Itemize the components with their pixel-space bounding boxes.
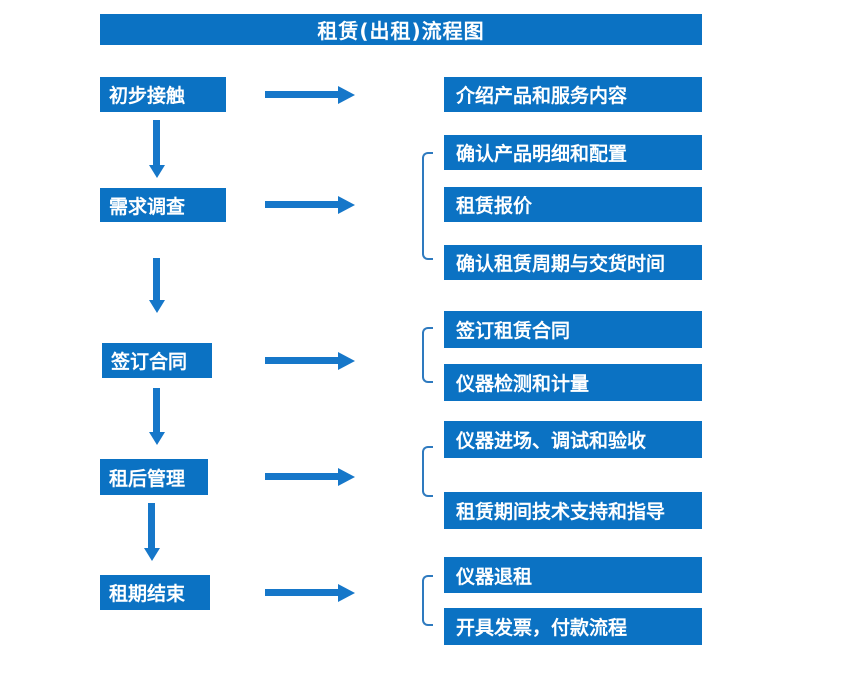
arrow-right-icon-5	[265, 584, 355, 602]
arrow-head	[149, 165, 165, 178]
arrow-right-icon-1	[265, 86, 355, 104]
detail-box-sign-rental-contract: 签订租赁合同	[444, 311, 702, 348]
step-box-sign-contract: 签订合同	[102, 343, 212, 378]
arrow-head	[338, 468, 355, 486]
group-bracket-post-rental	[422, 446, 433, 497]
group-bracket-lease-end	[422, 575, 433, 626]
step-box-post-rental-management: 租后管理	[100, 459, 208, 495]
step-box-demand-survey: 需求调查	[100, 188, 226, 222]
group-bracket-demand-survey	[422, 152, 433, 260]
step-box-lease-end: 租期结束	[100, 575, 210, 610]
arrow-head	[149, 300, 165, 313]
arrow-head	[149, 432, 165, 445]
arrow-shaft	[265, 357, 339, 364]
detail-box-invoice-payment: 开具发票，付款流程	[444, 608, 702, 645]
arrow-shaft	[265, 473, 339, 480]
arrow-head	[338, 352, 355, 370]
arrow-down-icon-4	[144, 503, 160, 561]
detail-box-introduce-products: 介绍产品和服务内容	[444, 77, 702, 112]
detail-box-rental-quote: 租赁报价	[444, 187, 702, 222]
arrow-right-icon-2	[265, 196, 355, 214]
detail-box-confirm-rental-period: 确认租赁周期与交货时间	[444, 245, 702, 280]
arrow-shaft	[148, 503, 155, 548]
arrow-shaft	[265, 201, 339, 208]
detail-box-instrument-setup: 仪器进场、调试和验收	[444, 421, 702, 458]
arrow-right-icon-3	[265, 352, 355, 370]
flowchart-title: 租赁(出租)流程图	[100, 14, 702, 45]
arrow-down-icon-2	[149, 258, 165, 313]
arrow-head	[338, 86, 355, 104]
group-bracket-sign-contract	[422, 327, 433, 383]
arrow-down-icon-1	[149, 120, 165, 178]
arrow-shaft	[153, 258, 160, 300]
step-box-initial-contact: 初步接触	[100, 77, 226, 112]
arrow-head	[338, 196, 355, 214]
arrow-shaft	[265, 91, 339, 98]
arrow-shaft	[153, 388, 160, 432]
detail-box-tech-support: 租赁期间技术支持和指导	[444, 492, 702, 529]
detail-box-instrument-testing: 仪器检测和计量	[444, 364, 702, 401]
arrow-head	[144, 548, 160, 561]
arrow-down-icon-3	[149, 388, 165, 445]
arrow-shaft	[265, 589, 339, 596]
arrow-right-icon-4	[265, 468, 355, 486]
detail-box-instrument-return: 仪器退租	[444, 557, 702, 593]
detail-box-confirm-product-details: 确认产品明细和配置	[444, 135, 702, 170]
arrow-head	[338, 584, 355, 602]
arrow-shaft	[153, 120, 160, 165]
